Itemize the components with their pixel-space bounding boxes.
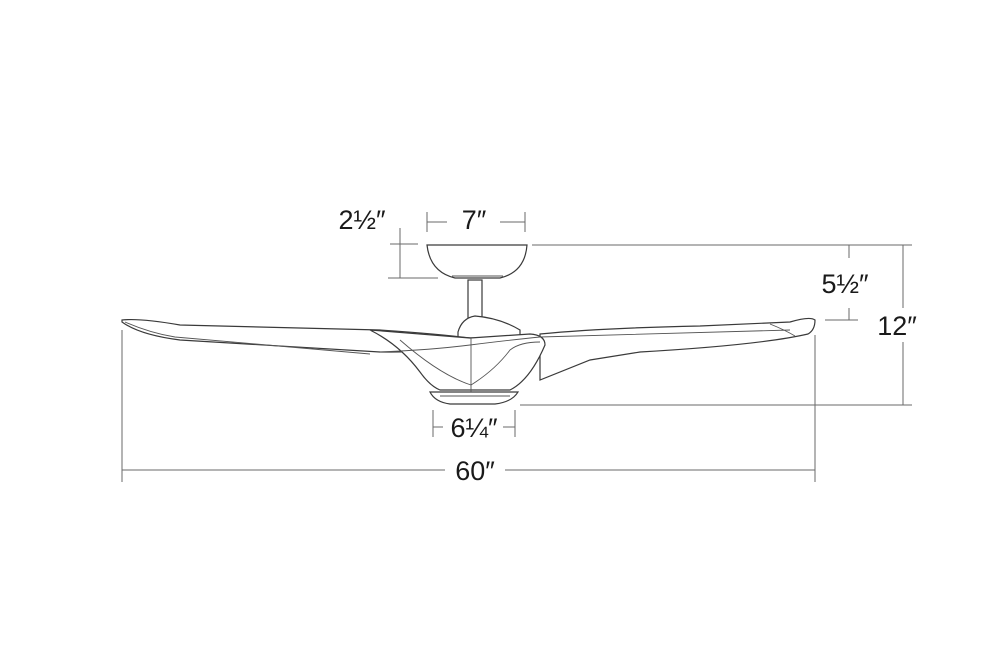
blade-to-ceiling-label: 5½″	[821, 269, 869, 299]
downrod	[467, 279, 483, 319]
motor-housing	[457, 315, 521, 339]
overall-height-label: 12″	[877, 311, 917, 341]
canopy-width-label: 7″	[462, 205, 487, 235]
dimension-lines	[121, 212, 912, 482]
light-kit	[429, 391, 520, 405]
hub-body	[369, 329, 546, 391]
canopy	[426, 244, 528, 279]
blade-span-label: 60″	[455, 456, 495, 486]
right-blade	[539, 317, 816, 381]
fan-drawing	[121, 244, 816, 405]
canopy-height-label: 2½″	[338, 205, 386, 235]
light-kit-width-label: 6¼″	[450, 413, 498, 443]
